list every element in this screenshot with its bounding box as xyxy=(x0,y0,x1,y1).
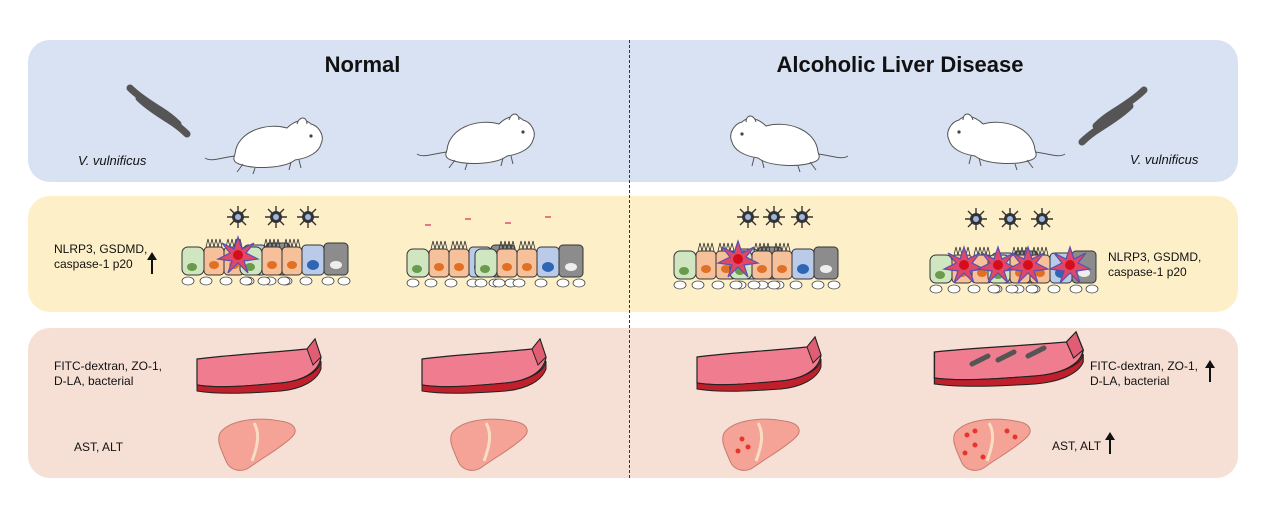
intestine-icon xyxy=(696,336,822,392)
liver-icon xyxy=(217,417,297,472)
intestine-icon xyxy=(421,338,547,394)
liver-lesion-icon xyxy=(721,417,801,472)
title-normal: Normal xyxy=(324,52,401,77)
gut-label-right-line2: D-LA, bacterial xyxy=(1090,374,1170,388)
condition-divider xyxy=(629,40,630,478)
intestine-icon xyxy=(196,338,322,394)
vibrio-bacteria-right xyxy=(1060,82,1150,138)
mouse-icon xyxy=(416,113,535,171)
epithelium-infected-ald xyxy=(673,205,841,290)
gut-label-left-line2: D-LA, bacterial xyxy=(54,374,134,388)
liver-lesion-icon xyxy=(952,417,1032,472)
marker-label-left-line1: NLRP3, GSDMD, xyxy=(54,242,148,256)
increase-arrow-icon xyxy=(1104,432,1116,455)
bacteria-label-right: V. vulnificus xyxy=(1130,152,1199,167)
increase-arrow-icon xyxy=(1204,360,1216,383)
bacteria-label-left: V. vulnificus xyxy=(78,153,147,168)
liver-icon xyxy=(449,417,529,472)
liver-label-left: AST, ALT xyxy=(74,440,124,454)
epithelium-infected-normal xyxy=(181,205,351,286)
mouse-icon xyxy=(947,113,1066,171)
increase-arrow-icon xyxy=(146,252,158,274)
top-panel-mice xyxy=(28,40,1238,182)
marker-label-right-line2: caspase-1 p20 xyxy=(1108,265,1187,279)
intestine-bacteria-icon xyxy=(933,331,1084,388)
mouse-icon xyxy=(730,115,849,173)
gut-label-right-line1: FITC-dextran, ZO-1, xyxy=(1090,359,1199,373)
liver-label-right: AST, ALT xyxy=(1052,439,1102,453)
epithelium-normal xyxy=(406,216,586,288)
title-alcoholic-liver-disease: Alcoholic Liver Disease xyxy=(776,52,1024,77)
vibrio-bacteria-left xyxy=(125,82,185,138)
marker-label-left-line2: caspase-1 p20 xyxy=(54,257,133,271)
mouse-icon xyxy=(204,117,323,175)
marker-label-right-line1: NLRP3, GSDMD, xyxy=(1108,250,1202,264)
gut-label-left-line1: FITC-dextran, ZO-1, xyxy=(54,359,163,373)
epithelium-ald xyxy=(929,207,1099,294)
